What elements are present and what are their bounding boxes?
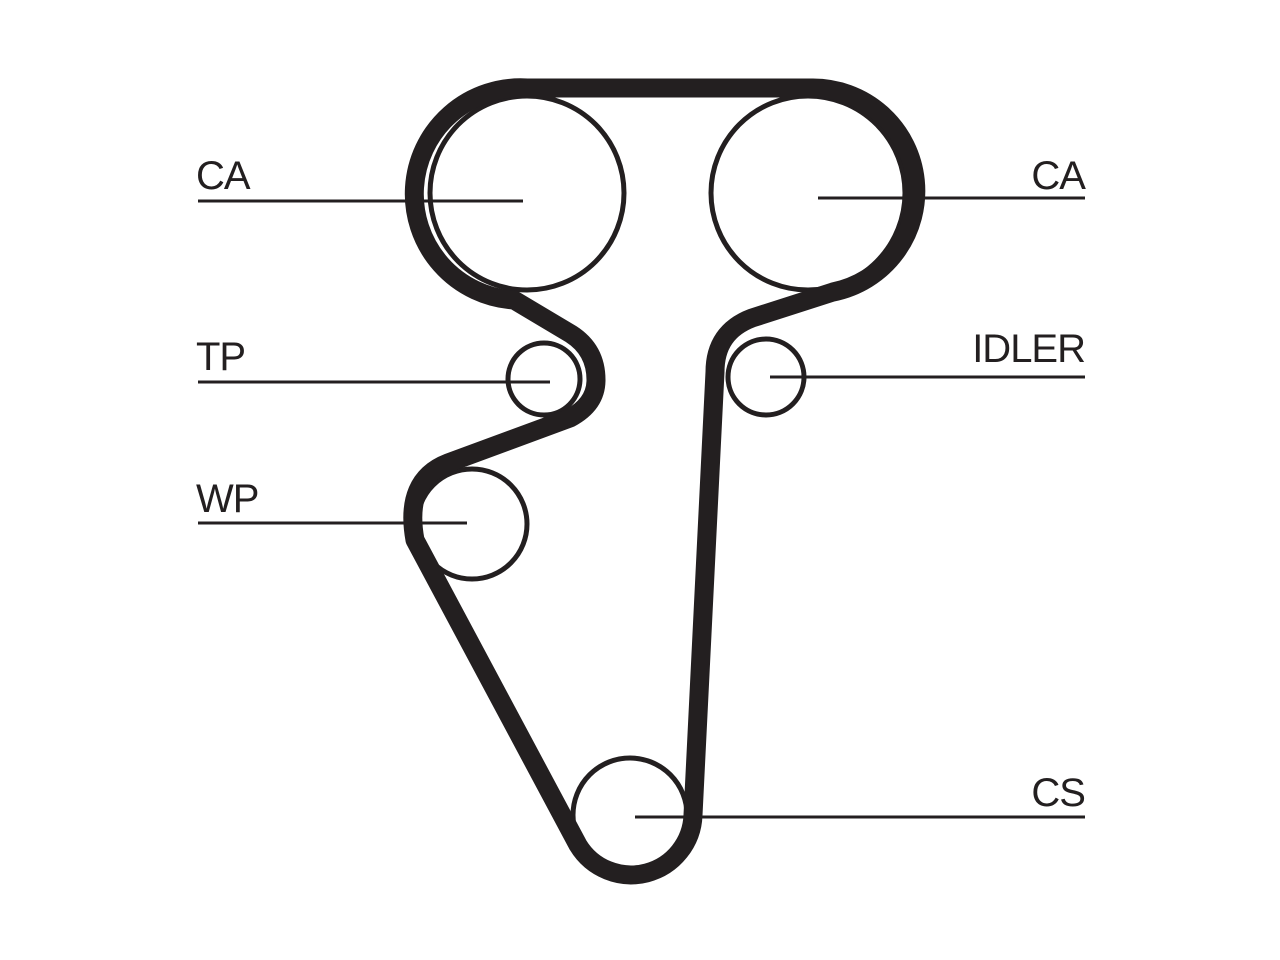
- timing-belt: [403, 78, 926, 885]
- label-ca-left: CA: [196, 154, 251, 198]
- camshaft-pulley-left: [427, 93, 627, 293]
- label-cs: CS: [1031, 771, 1085, 815]
- label-wp: WP: [196, 477, 258, 521]
- label-idler: IDLER: [972, 327, 1085, 371]
- tensioner-pulley: [505, 340, 583, 418]
- label-tp: TP: [196, 335, 245, 379]
- label-ca-right: CA: [1031, 154, 1086, 198]
